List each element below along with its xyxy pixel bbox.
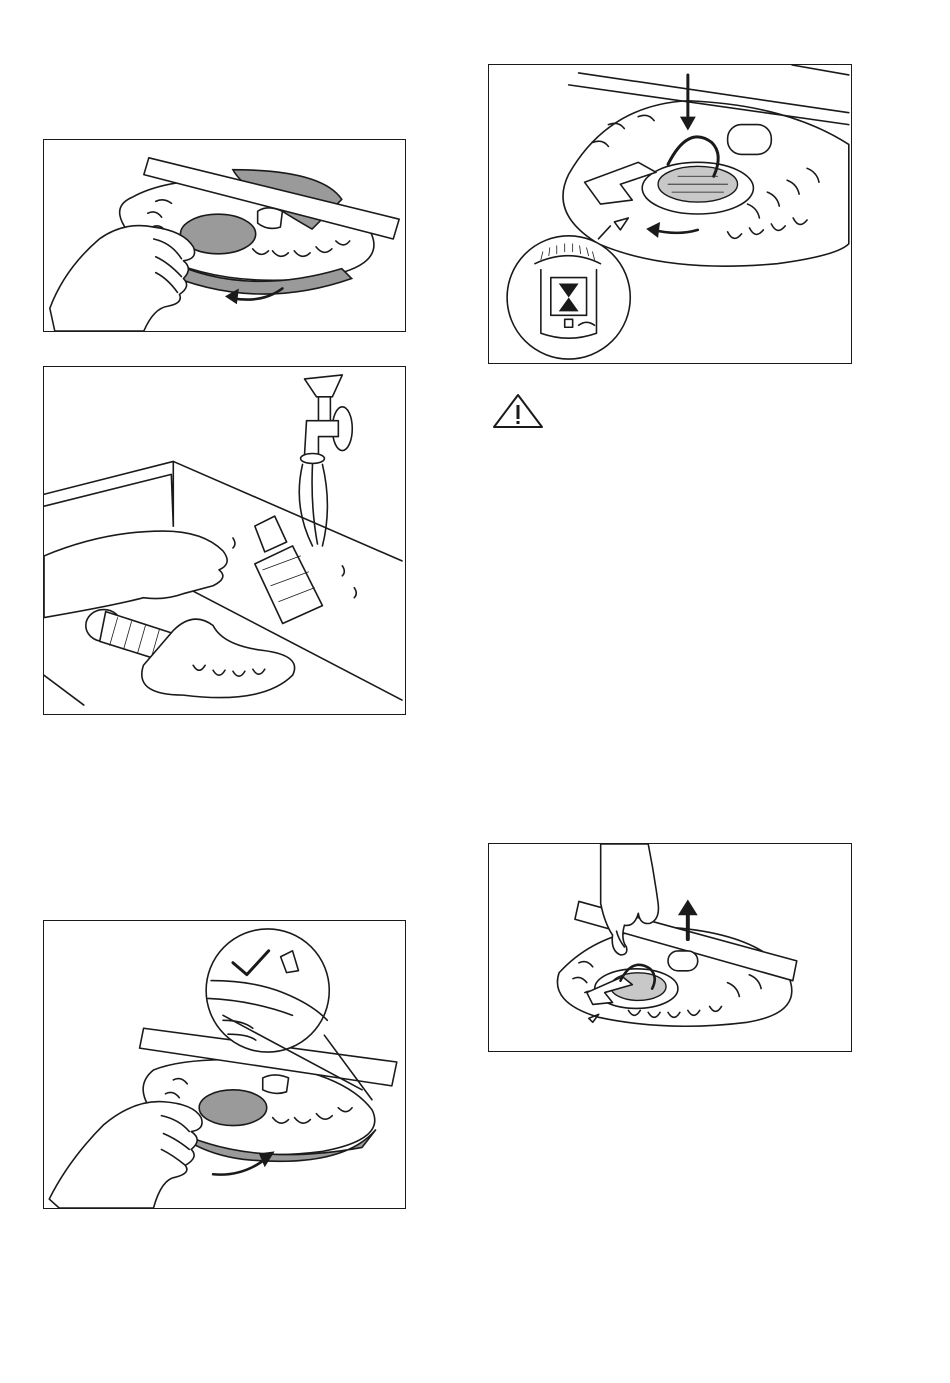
figure-check-spray-arm — [488, 843, 852, 1052]
figure-refit-flat-filter — [43, 920, 406, 1209]
refit-flat-filter-illustration — [44, 921, 405, 1208]
remove-filter-illustration — [44, 140, 405, 331]
figure-remove-filter — [43, 139, 406, 332]
warning-triangle-icon — [492, 393, 544, 429]
check-spray-arm-illustration — [489, 844, 851, 1051]
insert-filter-lock-illustration — [489, 65, 851, 363]
rinse-filters-illustration — [44, 367, 405, 714]
figure-insert-filter-lock — [488, 64, 852, 364]
figure-rinse-filters — [43, 366, 406, 715]
